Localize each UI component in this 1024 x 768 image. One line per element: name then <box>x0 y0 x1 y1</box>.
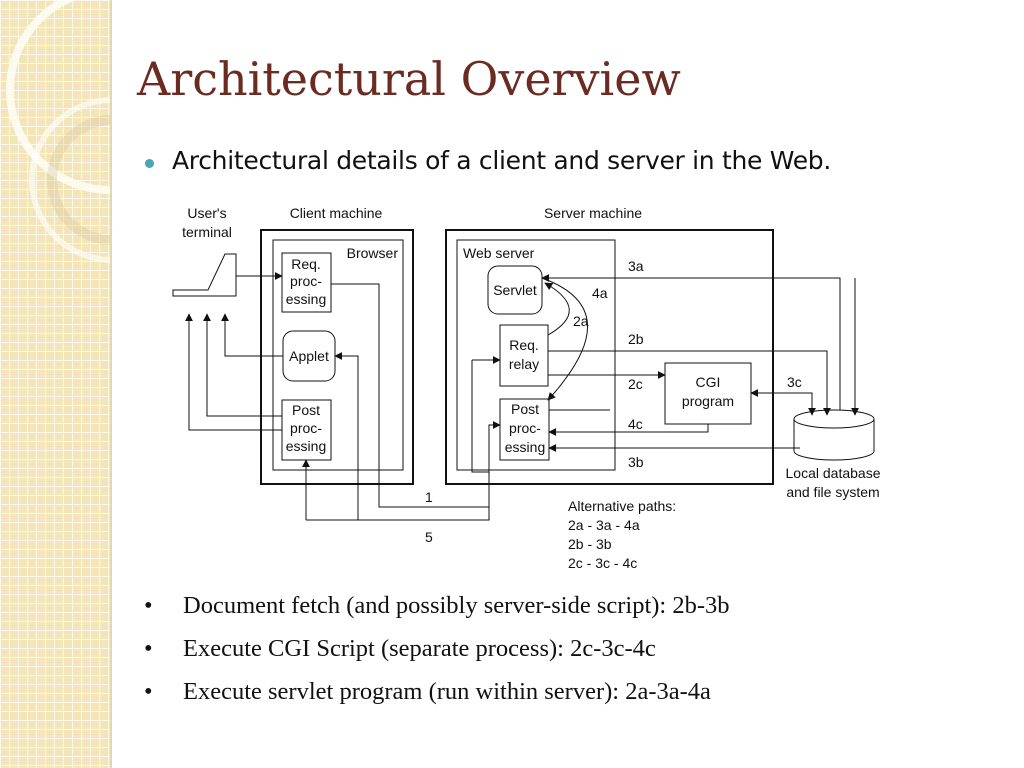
label-4a: 4a <box>592 285 608 301</box>
arrow-path-2a <box>544 282 570 336</box>
servlet-box <box>487 265 543 315</box>
web-server-box <box>456 239 616 471</box>
client-machine-box <box>260 229 414 485</box>
label-3a: 3a <box>628 258 644 274</box>
client-machine-label: Client machine <box>290 205 383 221</box>
server-post-processing-line1: Post <box>511 401 539 417</box>
req-relay-line2: relay <box>509 356 539 372</box>
database-label-line2: and file system <box>786 484 879 500</box>
bullet-marker: • <box>144 635 153 662</box>
subtitle-text: Architectural details of a client and se… <box>172 146 832 175</box>
arrow-path-1 <box>331 283 501 508</box>
post-processing-line2: proc- <box>290 420 322 436</box>
arrow-path-4a <box>541 277 588 401</box>
bullet-marker: • <box>144 592 153 619</box>
bullet-text: Execute servlet program (run within serv… <box>183 678 711 705</box>
req-processing-box <box>281 252 332 313</box>
bullet-dot-icon <box>145 159 154 168</box>
web-server-label: Web server <box>463 245 535 261</box>
label-5: 5 <box>425 529 433 545</box>
alt-path-2: 2b - 3b <box>568 536 612 552</box>
users-terminal-label-line2: terminal <box>182 224 232 240</box>
req-processing-line2: proc- <box>290 273 322 289</box>
arrow-path-5-applet <box>334 352 359 520</box>
bullet-text: Document fetch (and possibly server-side… <box>183 592 730 619</box>
cgi-program-line2: program <box>682 393 734 409</box>
terminal-icon <box>172 253 237 297</box>
arrow-post-to-terminal-left <box>185 313 282 431</box>
arrow-path-3a <box>541 274 841 410</box>
arrow-path-3c <box>751 392 816 416</box>
server-machine-box <box>445 229 774 485</box>
alt-path-3: 2c - 3c - 4c <box>568 555 637 571</box>
label-3c: 3c <box>787 374 802 390</box>
req-relay-line1: Req. <box>509 337 539 353</box>
architecture-diagram: User's terminal Client machine Browser R… <box>172 205 881 571</box>
arrow-applet-to-terminal <box>221 313 283 357</box>
slide-title: Architectural Overview <box>137 52 681 106</box>
bullet-text: Execute CGI Script (separate process): 2… <box>183 635 656 662</box>
arrow-post-to-terminal-right <box>203 313 282 417</box>
line-web-server-left <box>471 360 489 473</box>
database-icon <box>793 409 875 461</box>
req-processing-line1: Req. <box>291 256 321 272</box>
server-post-processing-line3: essing <box>505 439 545 455</box>
decorative-side-panel <box>0 0 112 768</box>
server-machine-label: Server machine <box>544 205 642 221</box>
servlet-label: Servlet <box>493 282 537 298</box>
label-2b: 2b <box>628 331 644 347</box>
label-3b: 3b <box>628 454 644 470</box>
applet-label: Applet <box>289 348 329 364</box>
post-processing-line1: Post <box>292 402 320 418</box>
browser-label: Browser <box>347 245 399 261</box>
label-2c: 2c <box>628 376 643 392</box>
database-label-line1: Local database <box>786 465 881 481</box>
server-post-processing-line2: proc- <box>509 420 541 436</box>
users-terminal-label-line1: User's <box>187 205 226 221</box>
label-2a: 2a <box>573 313 589 329</box>
alt-path-1: 2a - 3a - 4a <box>568 517 640 533</box>
arrow-path-2b <box>548 350 831 416</box>
req-processing-line3: essing <box>286 291 326 307</box>
bullet-marker: • <box>144 678 153 705</box>
cgi-program-line1: CGI <box>696 374 721 390</box>
label-1: 1 <box>425 489 433 505</box>
label-4c: 4c <box>628 416 643 432</box>
alt-paths-title: Alternative paths: <box>568 498 676 514</box>
req-relay-box <box>499 324 549 387</box>
browser-box <box>272 239 404 471</box>
post-processing-line3: essing <box>286 438 326 454</box>
arrow-path-4c <box>548 424 709 436</box>
line-path-5-bottom <box>306 472 490 521</box>
